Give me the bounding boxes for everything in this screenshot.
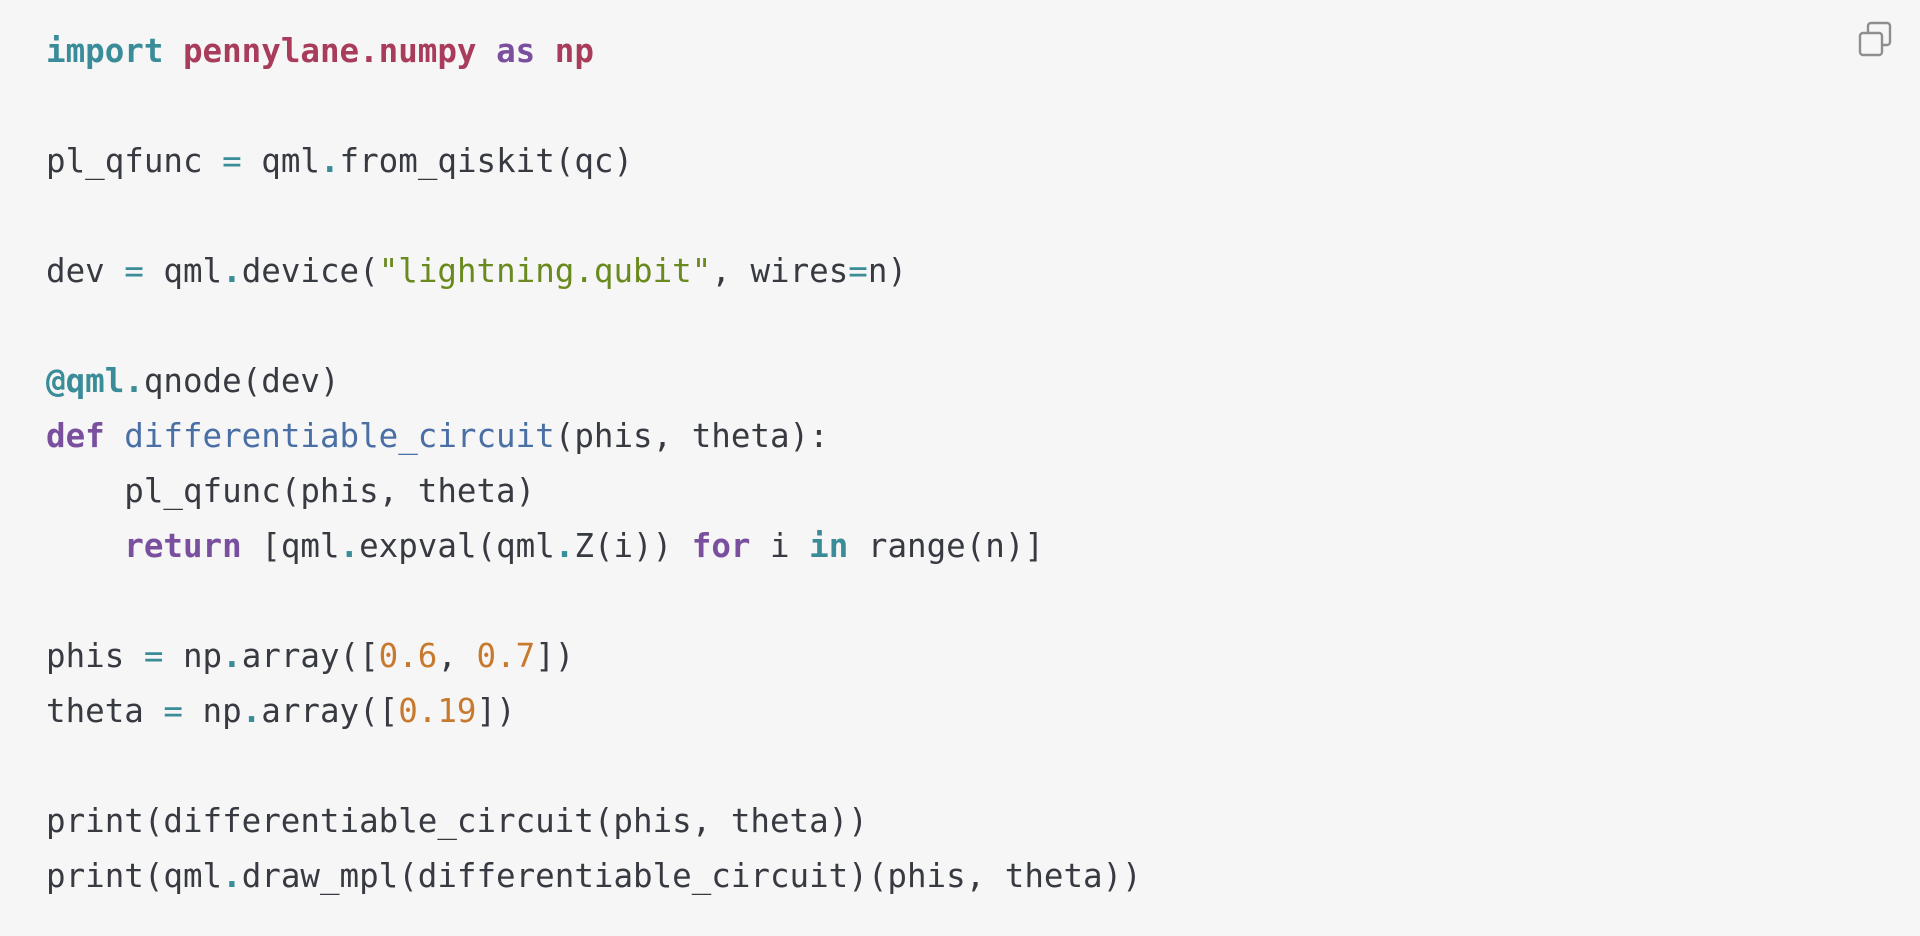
code-token-plain: device( <box>241 252 379 290</box>
code-token-keyword2: for <box>691 527 751 565</box>
code-token-plain <box>476 32 496 70</box>
code-token-module: pennylane.numpy <box>182 32 477 70</box>
code-token-plain: ]) <box>476 692 516 730</box>
code-token-plain: pl_qfunc <box>46 142 223 180</box>
code-token-plain: array([ <box>241 637 379 675</box>
code-token-plain: np <box>182 692 242 730</box>
code-token-plain: expval(qml <box>359 527 555 565</box>
code-line: pl_qfunc = qml.from_qiskit(qc) <box>46 134 1142 189</box>
code-token-dot: . <box>241 692 262 730</box>
code-token-decorator: @qml <box>46 362 125 400</box>
code-token-plain: dev <box>46 252 125 290</box>
code-line <box>46 79 1142 134</box>
code-line: pl_qfunc(phis, theta) <box>46 464 1142 519</box>
code-token-keyword: in <box>809 527 849 565</box>
code-token-plain: range(n)] <box>848 527 1044 565</box>
code-token-operator: = <box>848 252 868 290</box>
code-area[interactable]: import pennylane.numpy as np pl_qfunc = … <box>46 24 1142 904</box>
code-line: phis = np.array([0.6, 0.7]) <box>46 629 1142 684</box>
code-token-string: "lightning.qubit" <box>378 252 712 290</box>
code-token-dot: . <box>222 252 242 290</box>
code-token-number: 0.6 <box>378 637 438 675</box>
code-token-dot: . <box>339 527 360 565</box>
code-line <box>46 189 1142 244</box>
code-token-funcname: differentiable_circuit <box>124 417 555 455</box>
code-token-number: 0.7 <box>476 637 536 675</box>
code-token-plain <box>46 527 124 565</box>
code-token-operator: = <box>222 142 242 180</box>
code-token-plain: np <box>163 637 223 675</box>
code-line: @qml.qnode(dev) <box>46 354 1142 409</box>
copy-icon <box>1858 21 1892 57</box>
code-line: print(differentiable_circuit(phis, theta… <box>46 794 1142 849</box>
code-token-plain: Z(i)) <box>574 527 692 565</box>
code-token-dot: . <box>124 362 144 400</box>
code-token-plain: i <box>750 527 810 565</box>
code-token-plain: , wires <box>711 252 849 290</box>
copy-button[interactable] <box>1854 18 1896 60</box>
code-token-plain: print(qml <box>46 857 223 895</box>
code-token-plain: theta <box>46 692 164 730</box>
code-token-plain: , <box>437 637 477 675</box>
code-token-plain: n) <box>867 252 908 290</box>
code-token-plain: qml <box>143 252 223 290</box>
code-line <box>46 574 1142 629</box>
code-token-plain <box>535 32 555 70</box>
code-line: return [qml.expval(qml.Z(i)) for i in ra… <box>46 519 1142 574</box>
code-line: theta = np.array([0.19]) <box>46 684 1142 739</box>
code-token-plain: pl_qfunc(phis, theta) <box>46 472 536 510</box>
code-token-keyword2: def <box>46 417 105 455</box>
code-token-keyword2: as <box>496 32 536 70</box>
code-token-plain <box>163 32 183 70</box>
code-token-dot: . <box>319 142 340 180</box>
code-line: dev = qml.device("lightning.qubit", wire… <box>46 244 1142 299</box>
code-token-dot: . <box>222 857 242 895</box>
code-token-plain <box>105 417 125 455</box>
code-token-plain: (phis, theta): <box>554 417 829 455</box>
code-token-plain: ]) <box>535 637 575 675</box>
code-token-plain: print(differentiable_circuit(phis, theta… <box>46 802 868 840</box>
code-line: def differentiable_circuit(phis, theta): <box>46 409 1142 464</box>
code-token-dot: . <box>554 527 575 565</box>
code-line <box>46 739 1142 794</box>
code-token-plain: draw_mpl(differentiable_circuit)(phis, t… <box>241 857 1142 895</box>
code-line: print(qml.draw_mpl(differentiable_circui… <box>46 849 1142 904</box>
code-token-plain: qnode(dev) <box>143 362 340 400</box>
code-token-module: np <box>554 32 594 70</box>
code-token-operator: = <box>163 692 183 730</box>
code-token-plain: phis <box>46 637 144 675</box>
code-line: import pennylane.numpy as np <box>46 24 1142 79</box>
code-token-keyword2: return <box>124 527 242 565</box>
code-line <box>46 299 1142 354</box>
code-token-operator: = <box>143 637 164 675</box>
code-token-keyword: import <box>46 32 164 70</box>
code-token-plain: qml <box>241 142 320 180</box>
code-token-plain: array([ <box>261 692 399 730</box>
code-token-number: 0.19 <box>398 692 477 730</box>
code-token-dot: . <box>222 637 242 675</box>
code-token-plain: [qml <box>241 527 340 565</box>
code-token-operator: = <box>124 252 144 290</box>
code-token-plain: from_qiskit(qc) <box>339 142 634 180</box>
